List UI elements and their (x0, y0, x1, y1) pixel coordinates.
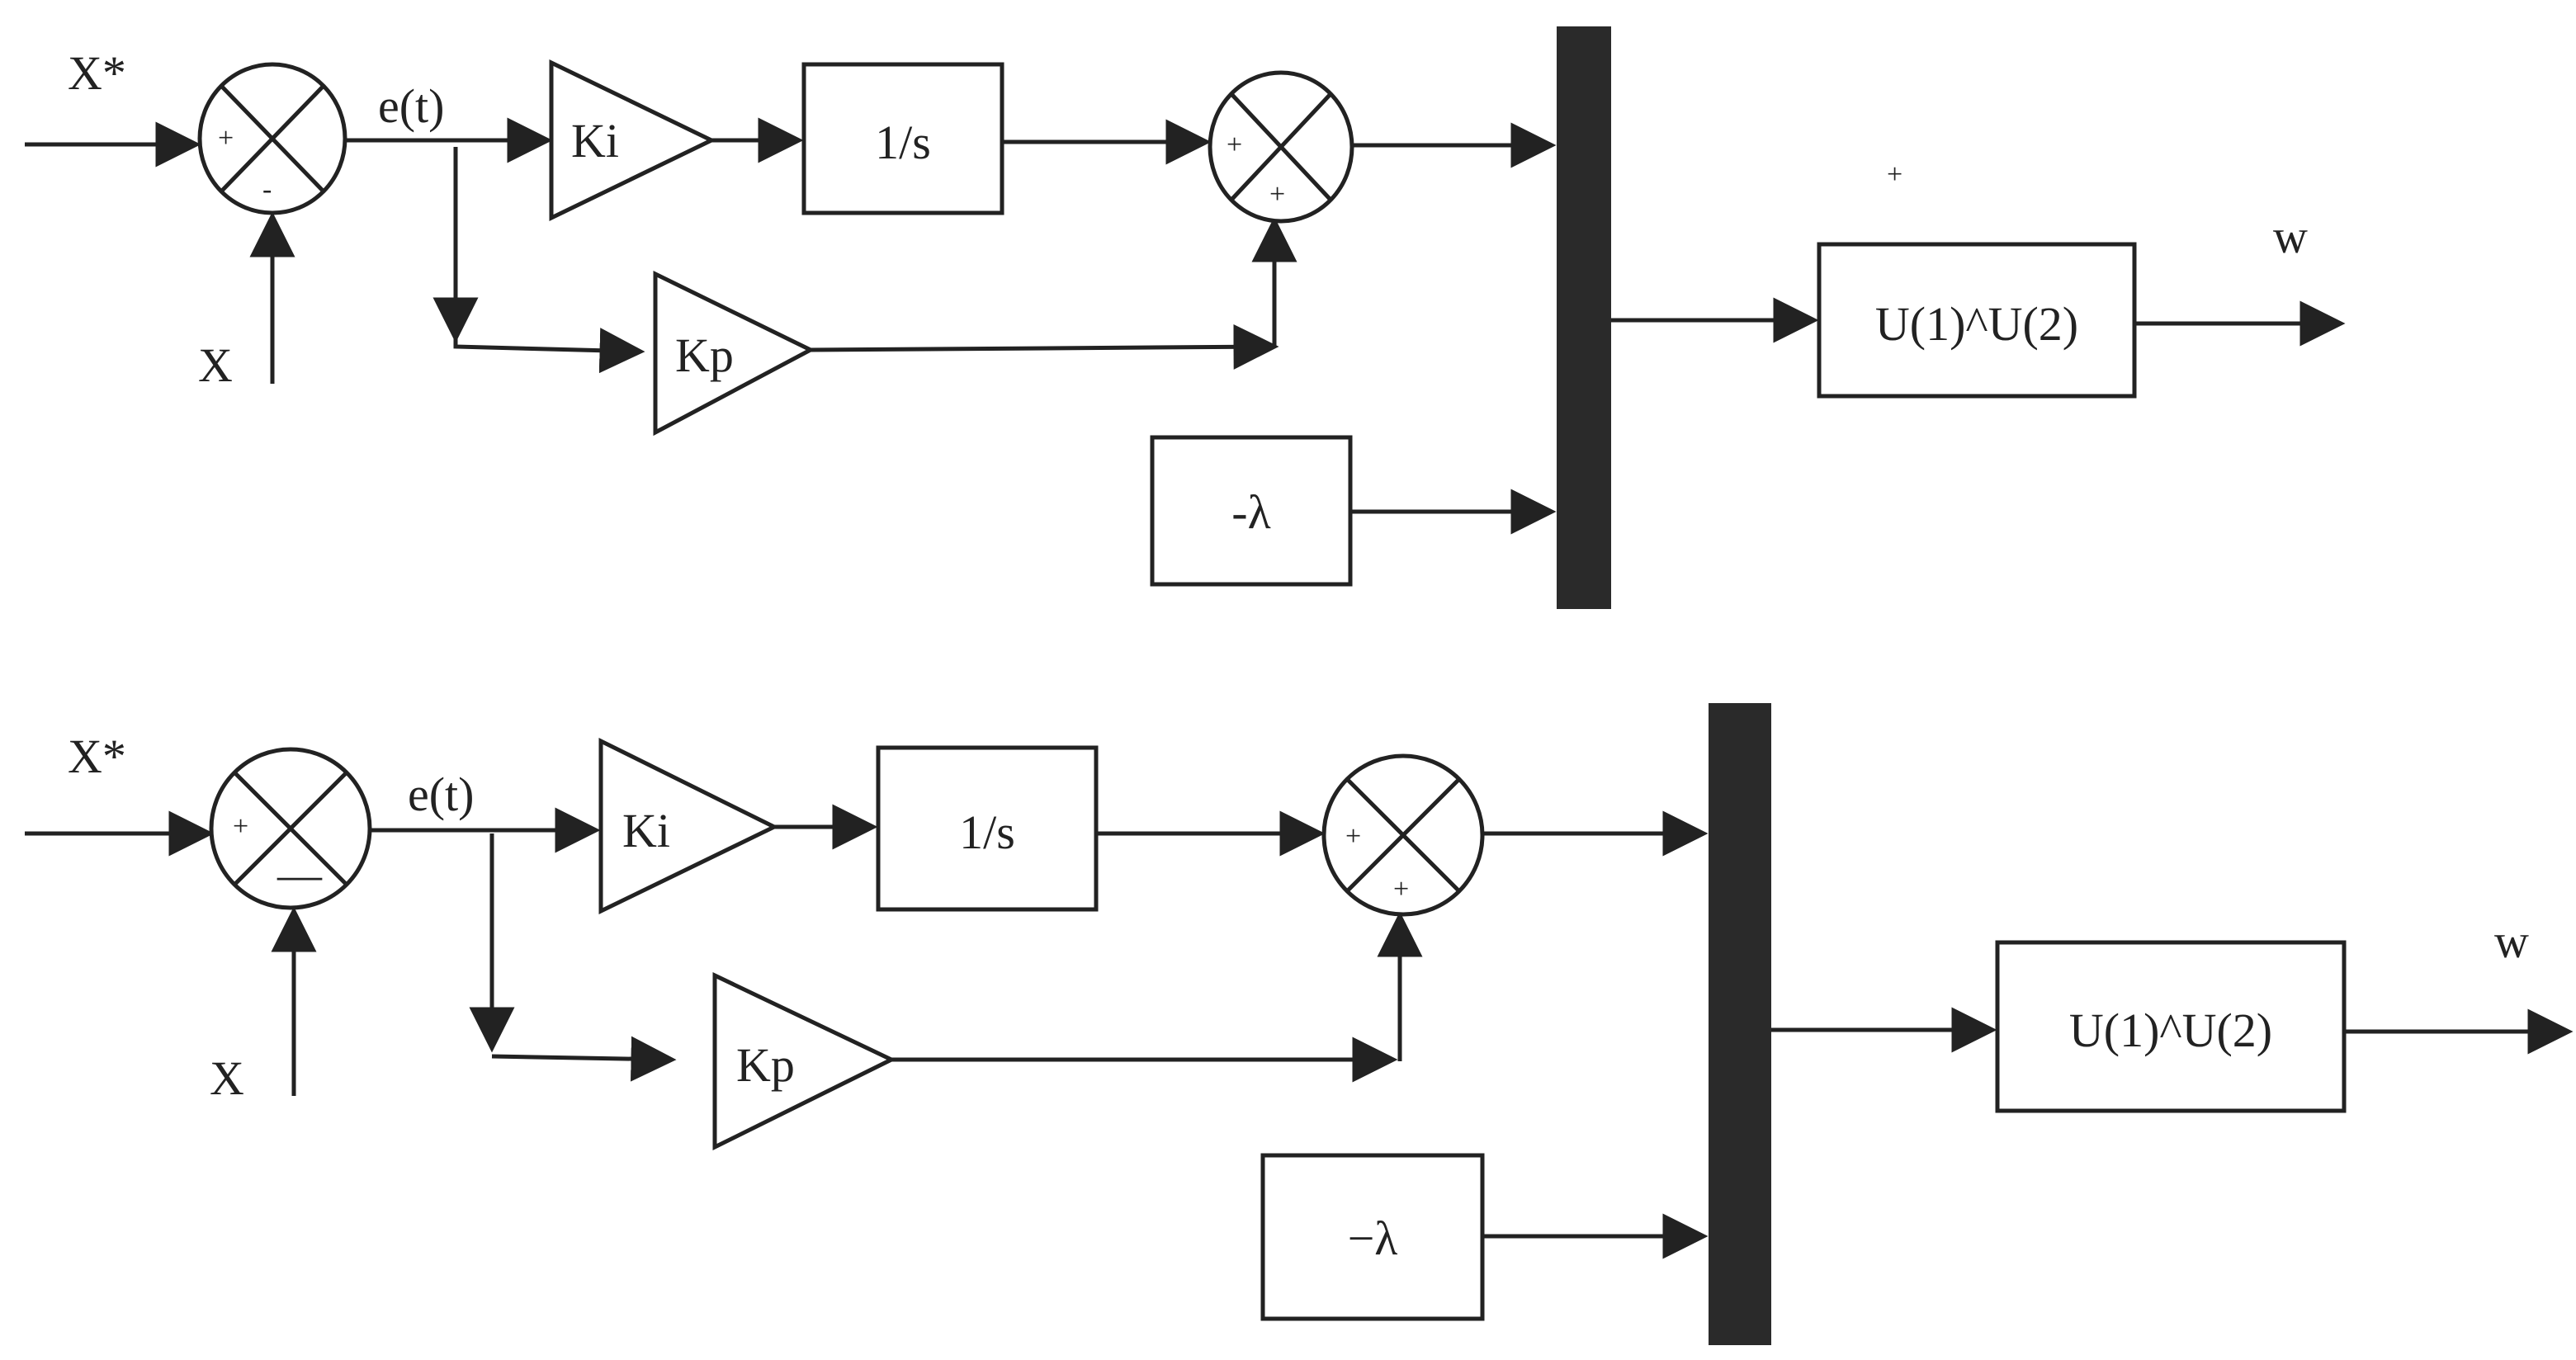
kp-output-arrow (810, 323, 1279, 370)
ref-input-label: X* (68, 730, 126, 783)
feedback-label: X (198, 338, 233, 392)
mux-bar (1709, 703, 1771, 1345)
integrator-block (801, 62, 1004, 215)
output-label: w (2494, 914, 2529, 968)
kp-gain-label: Kp (736, 1038, 795, 1092)
proportional-branch-line (491, 1036, 677, 1082)
mux-bar (1557, 26, 1611, 609)
sum2-plus-sign-left: + (1227, 130, 1242, 160)
sum2-plus-sign-bottom: + (1269, 179, 1285, 210)
ref-input-label: X* (68, 46, 126, 100)
sum2-plus-sign-left: + (1345, 821, 1361, 852)
sum1-plus-sign: + (233, 811, 248, 842)
power-function-block (1817, 242, 2137, 399)
ki-gain-block (549, 59, 716, 221)
integrator-label: 1/s (875, 116, 931, 169)
diagram-bottom: X* + — X e(t) Ki 1/s Kp + + (25, 703, 2574, 1345)
sum-junction-1: + — (209, 747, 372, 910)
integrator-label: 1/s (959, 805, 1015, 859)
sum-junction-1: + - (197, 62, 347, 215)
output-label: w (2273, 210, 2308, 263)
feedback-label: X (210, 1051, 244, 1105)
kp-gain-block (653, 270, 815, 437)
sum2-plus-sign-bottom: + (1393, 874, 1409, 904)
stray-plus-mark: + (1887, 159, 1902, 190)
diagram-top: X* + - X e(t) Ki 1/s Kp (25, 26, 2346, 609)
error-signal-label: e(t) (378, 79, 445, 133)
power-function-label: U(1)^U(2) (2069, 1003, 2272, 1057)
lambda-constant-block (1150, 435, 1353, 587)
power-function-block (1995, 940, 2347, 1113)
lambda-constant-label: -λ (1231, 485, 1270, 539)
lambda-constant-label: −λ (1348, 1211, 1398, 1265)
kp-gain-block (712, 972, 896, 1151)
ki-gain-label: Ki (571, 114, 619, 168)
sum1-plus-sign: + (218, 123, 234, 153)
error-signal-label: e(t) (408, 767, 475, 821)
power-function-label: U(1)^U(2) (1875, 297, 2078, 351)
sum-junction-2: + + (1321, 753, 1485, 917)
sum1-minus-sign: — (277, 850, 323, 900)
lambda-constant-block (1260, 1153, 1485, 1321)
ki-gain-label: Ki (622, 804, 670, 857)
kp-gain-label: Kp (675, 328, 734, 382)
sum1-minus-sign: - (262, 174, 272, 205)
integrator-block (876, 745, 1099, 912)
sum-junction-2: + + (1208, 70, 1354, 224)
ki-gain-block (598, 737, 779, 914)
